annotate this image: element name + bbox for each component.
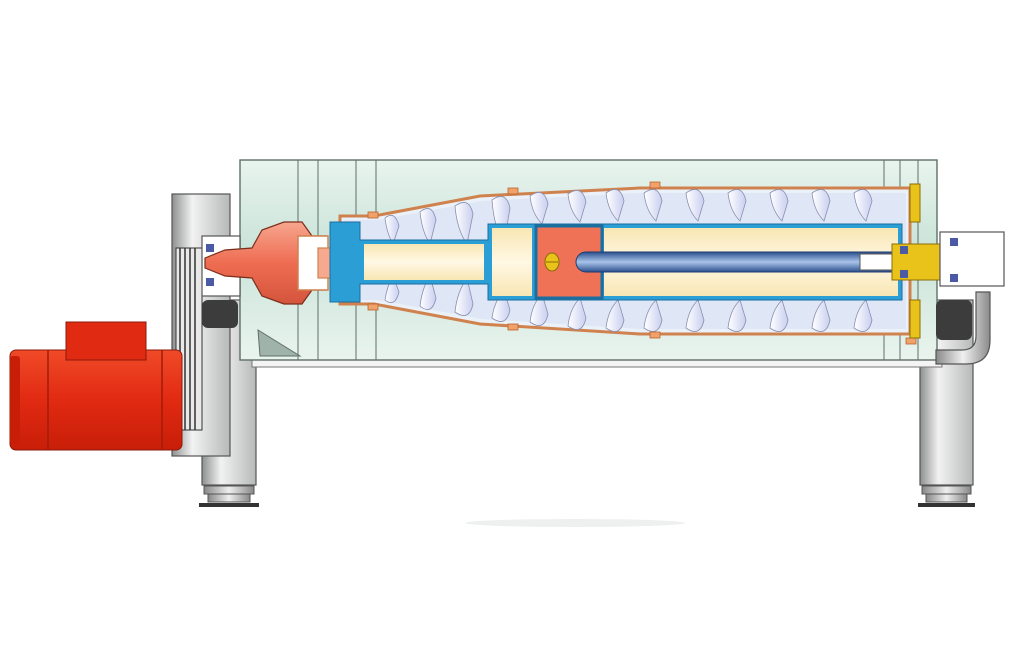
electric-motor — [9, 321, 183, 451]
screw-conveyor-flights — [384, 189, 873, 332]
right-end-seals — [891, 183, 1005, 340]
ground-shadow — [465, 519, 685, 527]
solids-discharge-chute — [257, 329, 302, 357]
bowl-wear-tiles — [367, 181, 917, 345]
belt-drive — [171, 193, 241, 457]
outlet-elbow-pipe — [935, 291, 991, 365]
